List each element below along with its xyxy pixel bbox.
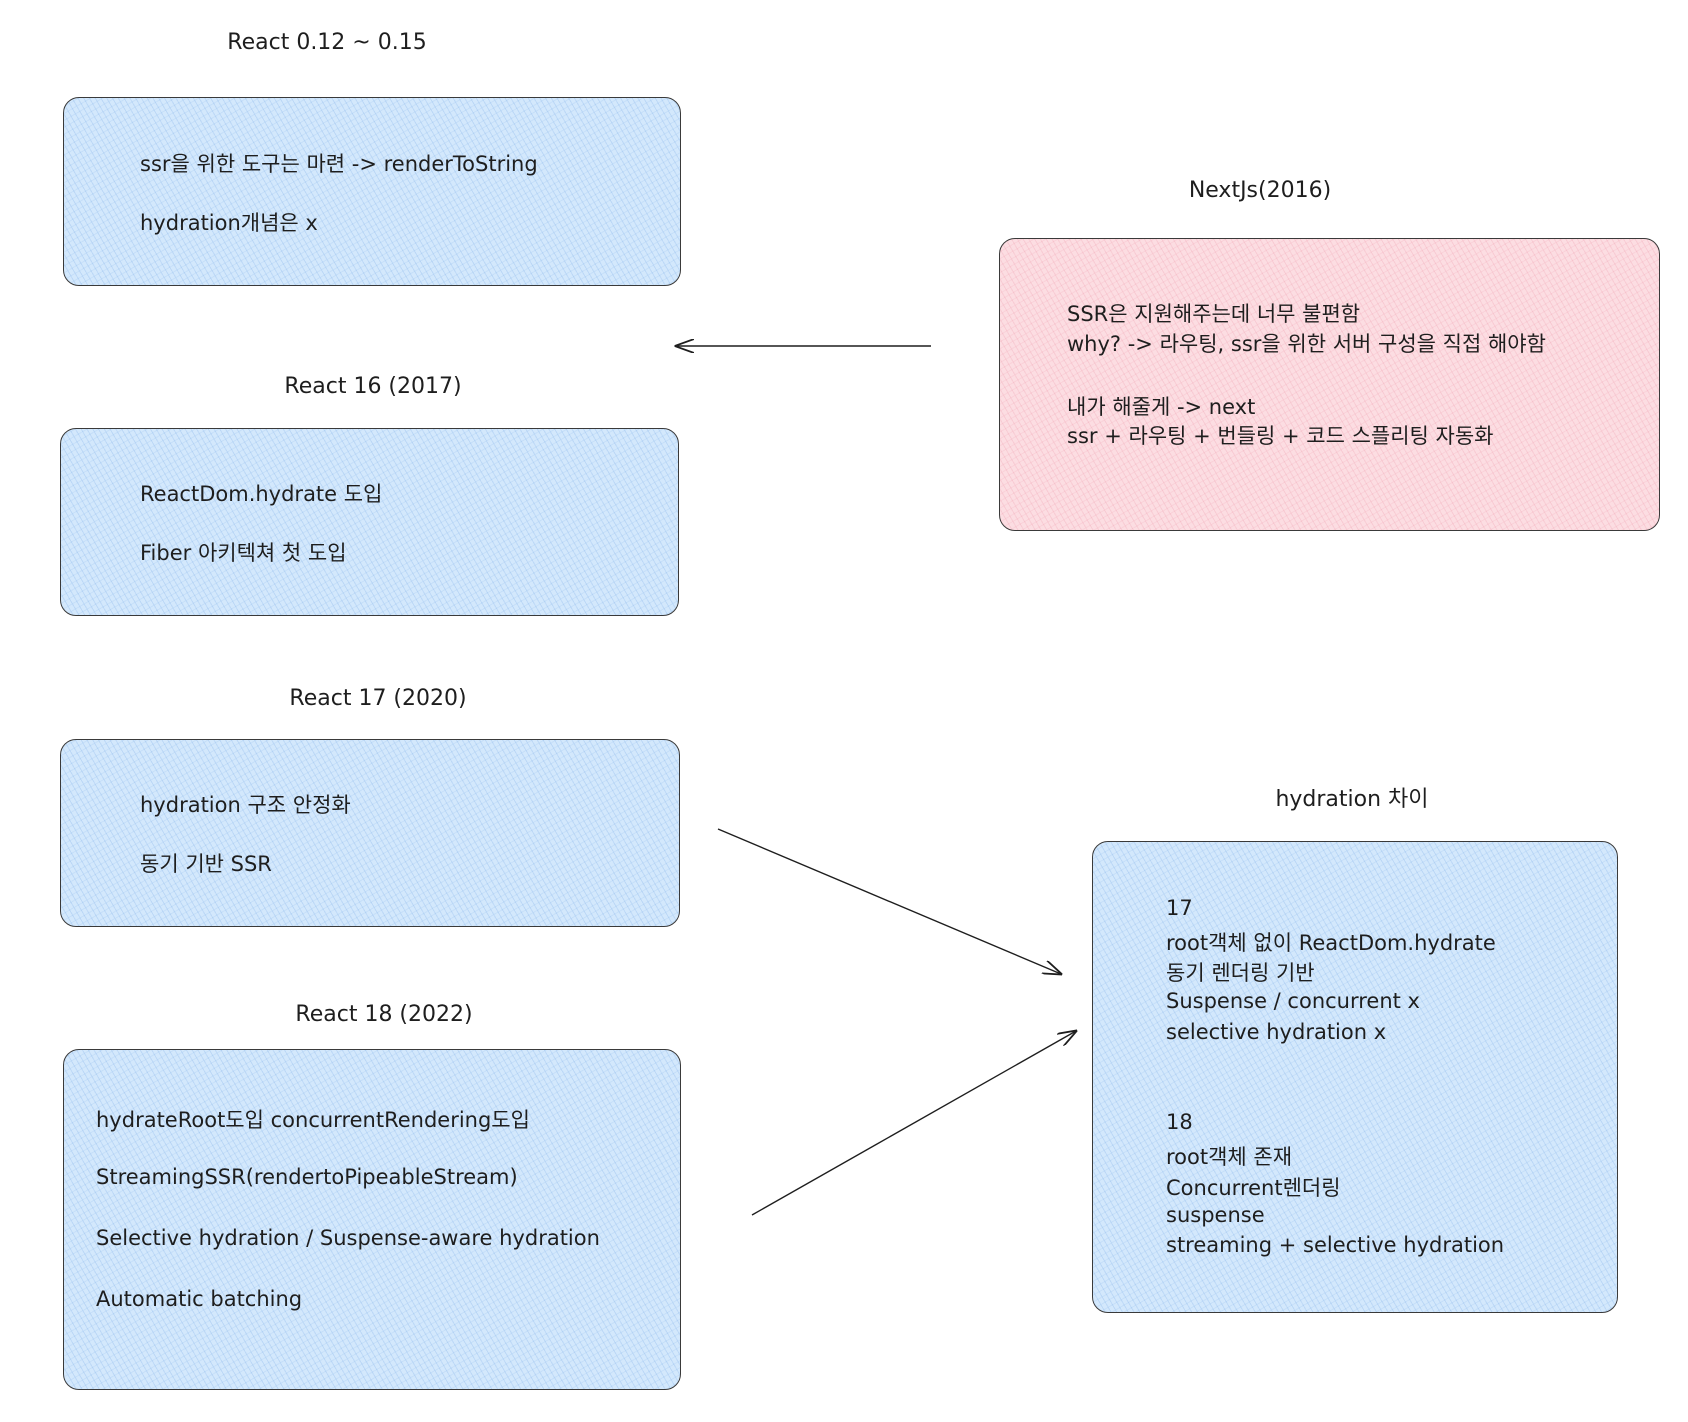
text-line: 동기 기반 SSR <box>140 852 272 876</box>
react-17-box[interactable] <box>60 739 680 927</box>
hydration-diff-box[interactable] <box>1092 841 1618 1313</box>
diff-title: hydration 차이 <box>1275 787 1429 812</box>
nextjs-title: NextJs(2016) <box>1188 178 1332 203</box>
nextjs-box[interactable] <box>999 238 1660 531</box>
text-line: selective hydration x <box>1166 1020 1387 1044</box>
text-line: suspense <box>1166 1203 1265 1227</box>
react-18-title: React 18 (2022) <box>295 1002 473 1027</box>
text-line: ssr을 위한 도구는 마련 -> renderToString <box>140 152 538 176</box>
text-line: ReactDom.hydrate 도입 <box>140 482 383 506</box>
react-012-title: React 0.12 ~ 0.15 <box>227 30 427 55</box>
react-16-title: React 16 (2017) <box>284 374 462 399</box>
text-line: 동기 렌더링 기반 <box>1166 961 1315 985</box>
text-line: ssr + 라우팅 + 번들링 + 코드 스플리팅 자동화 <box>1067 424 1494 448</box>
text-line: hydration개념은 x <box>140 211 318 235</box>
text-line: root객체 없이 ReactDom.hydrate <box>1166 931 1496 955</box>
text-line: hydrateRoot도입 concurrentRendering도입 <box>96 1108 530 1132</box>
text-line: Concurrent렌더링 <box>1166 1176 1341 1200</box>
react-18-box[interactable] <box>63 1049 681 1390</box>
text-line: Selective hydration / Suspense-aware hyd… <box>96 1226 600 1250</box>
react-012-box[interactable] <box>63 97 681 286</box>
react-16-box[interactable] <box>60 428 679 616</box>
text-line: why? -> 라우팅, ssr을 위한 서버 구성을 직접 해야함 <box>1067 332 1546 356</box>
text-line: Automatic batching <box>96 1287 303 1311</box>
text-line: streaming + selective hydration <box>1166 1233 1505 1257</box>
text-line: SSR은 지원해주는데 너무 불편함 <box>1067 302 1361 326</box>
text-line: Fiber 아키텍쳐 첫 도입 <box>140 541 347 565</box>
text-line: root객체 존재 <box>1166 1145 1293 1169</box>
text-line: hydration 구조 안정화 <box>140 793 351 817</box>
text-line: StreamingSSR(rendertoPipeableStream) <box>96 1165 518 1189</box>
text-line: 17 <box>1166 896 1193 920</box>
text-line: 내가 해줄게 -> next <box>1067 395 1256 419</box>
text-line: 18 <box>1166 1110 1193 1134</box>
arrow-react18-to-diff <box>751 1031 1076 1216</box>
arrow-react17-to-diff <box>717 828 1061 974</box>
react-17-title: React 17 (2020) <box>289 686 467 711</box>
text-line: Suspense / concurrent x <box>1166 989 1420 1013</box>
